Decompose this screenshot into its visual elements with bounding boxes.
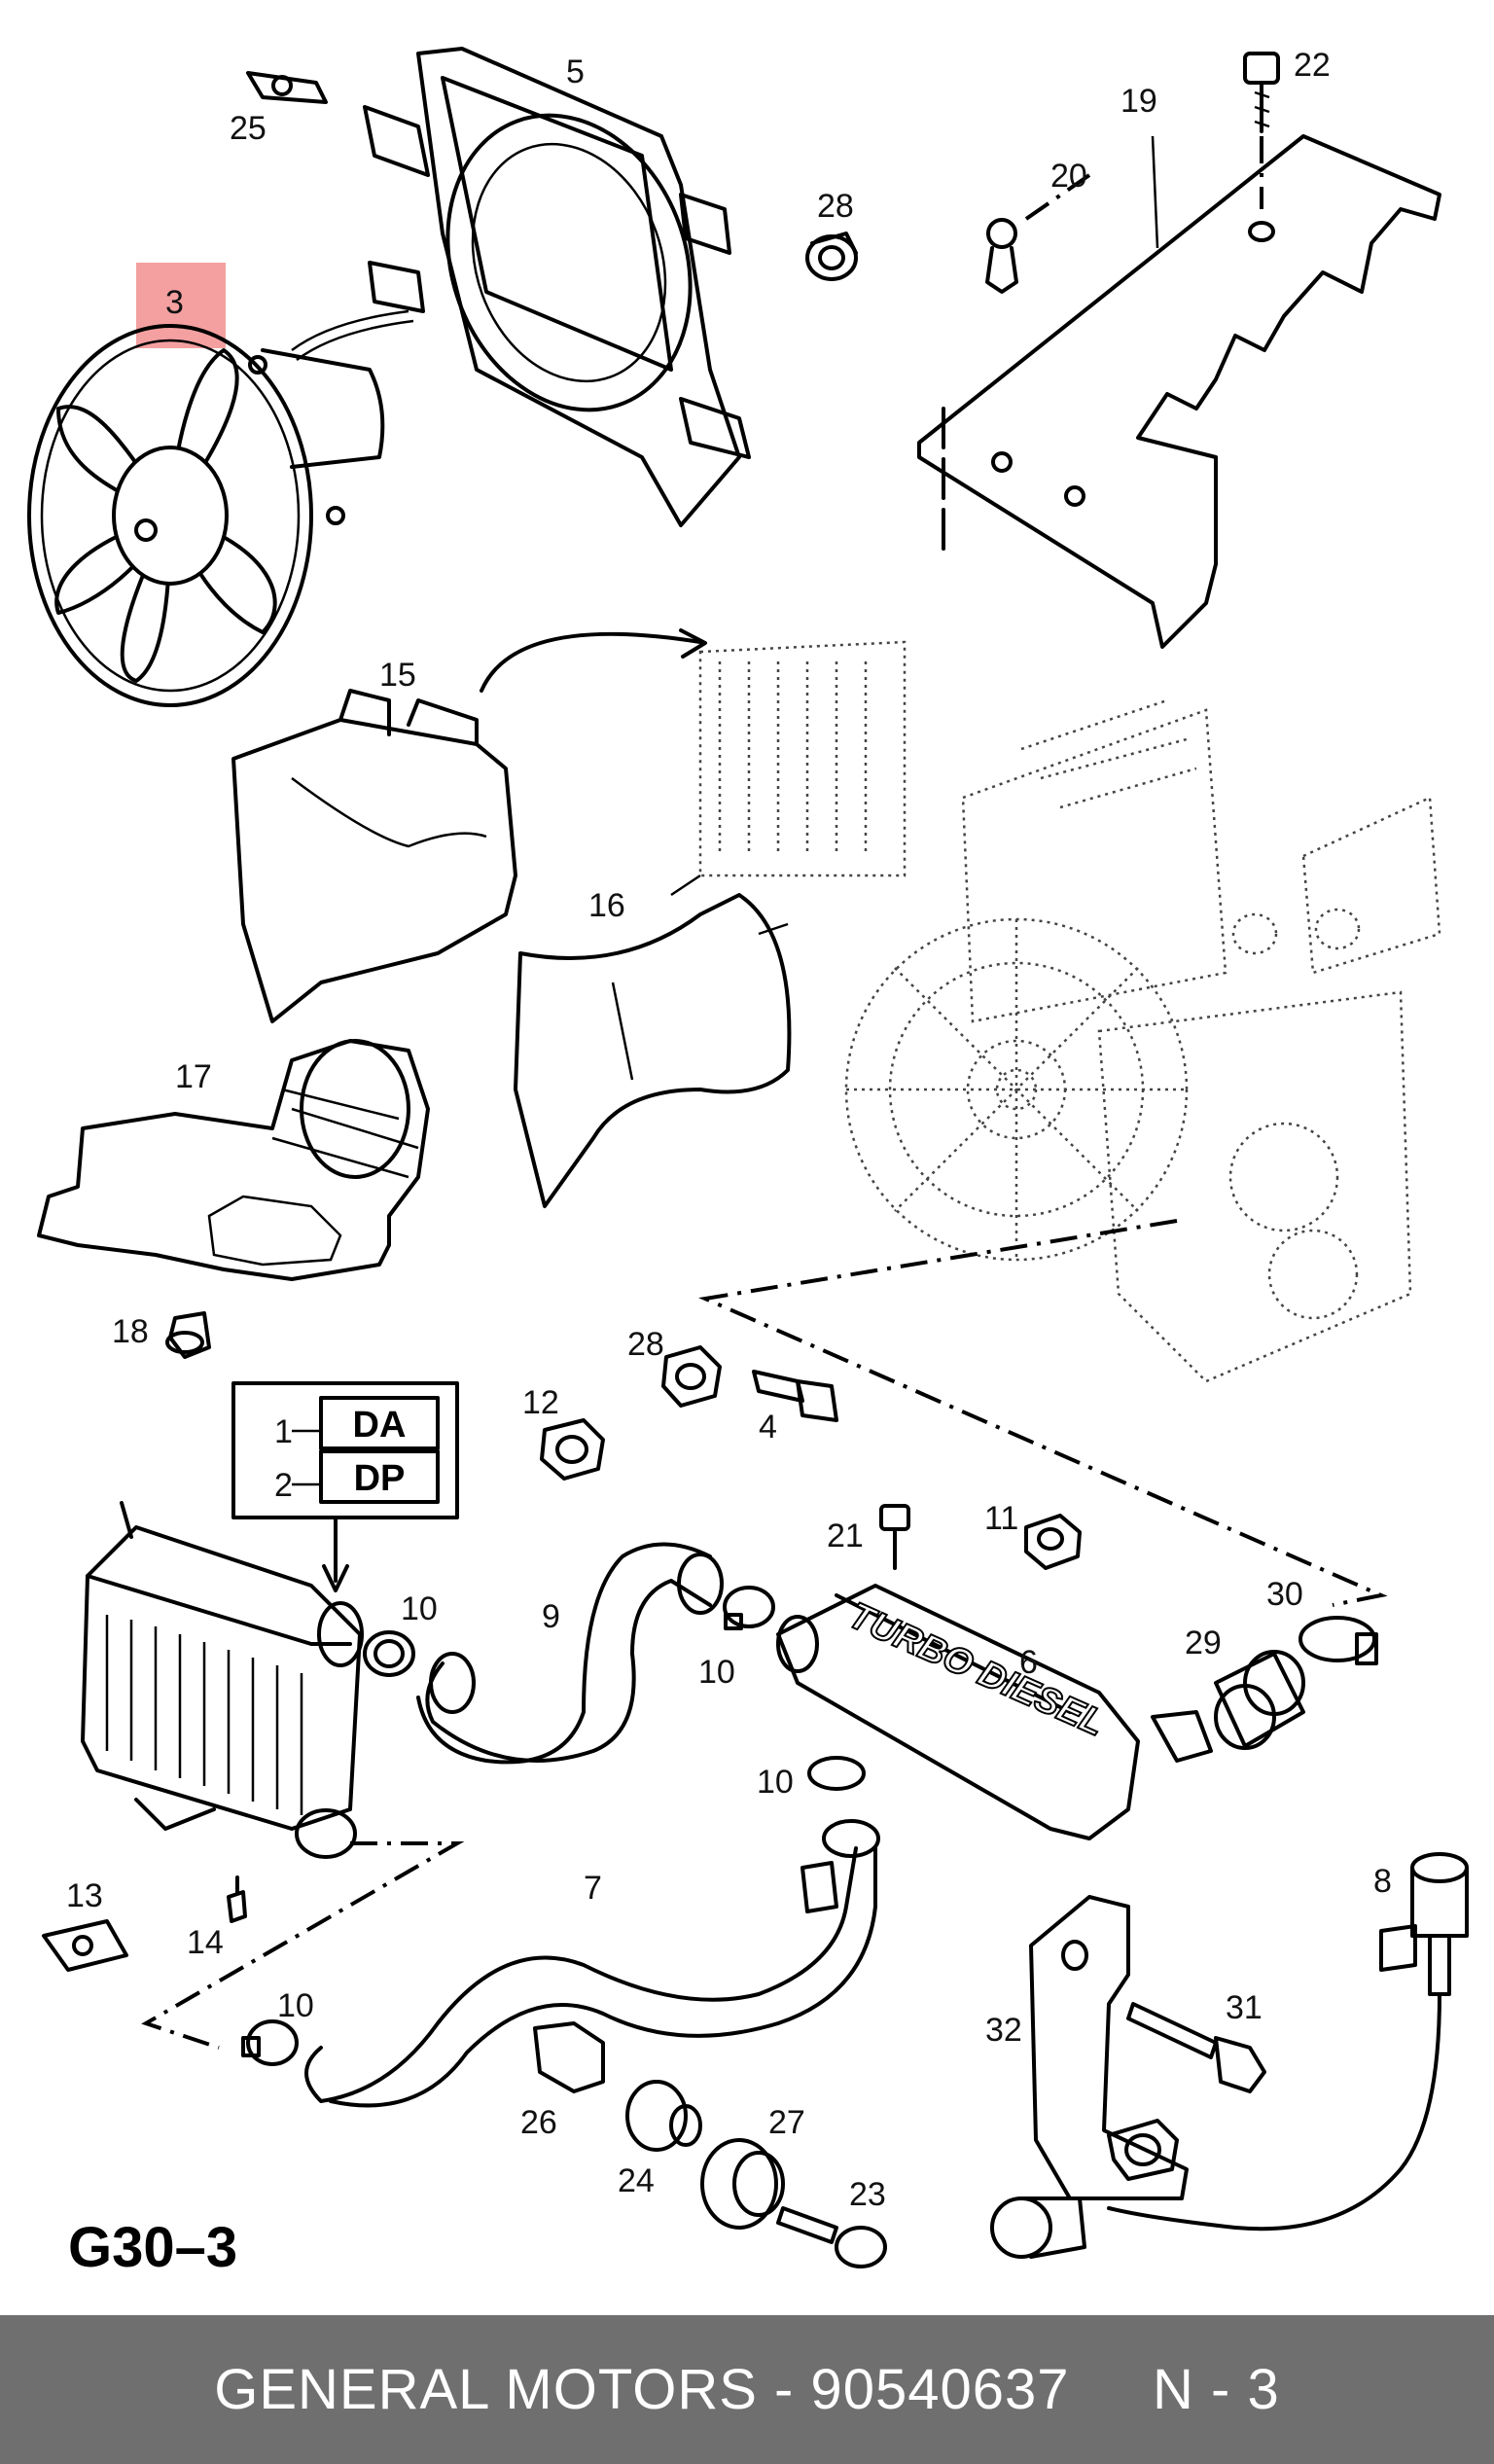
- bolt-part-31: [1126, 2002, 1266, 2093]
- housing-part-6: TURBO DIESEL: [776, 1584, 1213, 1840]
- boundary-line: [698, 1219, 1388, 1607]
- parts-diagram: DA DP TURBO DIESEL: [27, 47, 1469, 2279]
- bracket-part-26: [533, 2021, 605, 2093]
- bolt-part-21: [879, 1504, 910, 1570]
- callout-28b: 28: [627, 1326, 664, 1363]
- figure-code: G30–3: [68, 2216, 237, 2279]
- sensor-part-8: [990, 1852, 1469, 2259]
- callout-18: 18: [112, 1313, 149, 1350]
- callout-6: 6: [1019, 1644, 1038, 1681]
- nut-part-11: [1024, 1514, 1082, 1570]
- hose-part-9: [416, 1542, 724, 1765]
- callout-19: 19: [1120, 83, 1157, 120]
- bolt-part-23: [776, 2206, 887, 2268]
- clamp-part-10c: [807, 1756, 866, 1791]
- duct-part-16: [514, 874, 792, 1208]
- callout-1: 1: [274, 1413, 293, 1450]
- engine-background: [698, 640, 1441, 1383]
- grommet-part-28-top: [805, 232, 858, 281]
- callout-23: 23: [849, 2176, 886, 2213]
- callout-7: 7: [584, 1870, 602, 1907]
- callout-32: 32: [985, 2012, 1022, 2049]
- bolt-part-4: [752, 1370, 838, 1422]
- sleeve-part-29: [1214, 1650, 1305, 1750]
- housing-label: TURBO DIESEL: [842, 1595, 1111, 1744]
- callout-11: 11: [984, 1500, 1018, 1537]
- callout-31: 31: [1226, 1989, 1263, 2026]
- clip-part-20: [985, 173, 1091, 294]
- flow-arrow: [480, 631, 702, 693]
- rubber-mount-part-27: [700, 2138, 785, 2230]
- clamp-part-10a: [363, 1630, 415, 1677]
- callout-26: 26: [520, 2104, 557, 2141]
- intercooler-part-1-2: [81, 1501, 364, 1859]
- callout-10b: 10: [698, 1654, 735, 1691]
- duct-housing-part-17: [37, 1039, 430, 1281]
- clamp-part-10b: [723, 1586, 775, 1630]
- callout-14: 14: [187, 1924, 224, 1961]
- callout-17: 17: [175, 1058, 212, 1095]
- callout-4: 4: [759, 1409, 777, 1446]
- footer-text: GENERAL MOTORS - 90540637 N - 3: [214, 2358, 1280, 2421]
- callout-28a: 28: [817, 188, 854, 225]
- callout-12: 12: [522, 1384, 559, 1421]
- clip-part-13: [42, 1919, 128, 1972]
- clamp-part-10d: [241, 2019, 299, 2066]
- callout-15: 15: [379, 657, 416, 694]
- fan-assembly-part-3: [27, 309, 414, 707]
- clamp-part-30: [1298, 1616, 1378, 1665]
- callout-2: 2: [274, 1467, 293, 1504]
- clip-part-18: [165, 1311, 211, 1359]
- fan-shroud-part-5: [363, 47, 751, 527]
- boundary-line-lower: [141, 1841, 465, 2050]
- callout-24: 24: [618, 2162, 655, 2199]
- mount-part-24: [625, 2080, 702, 2152]
- callouts: 1 2 3 4 5 6 7 8 9 10 10 10 10 11 12 13 1…: [66, 47, 1392, 2213]
- callout-25: 25: [230, 110, 267, 147]
- variant-dp-label: DP: [354, 1458, 406, 1499]
- nut-part-12: [540, 1418, 605, 1481]
- callout-10a: 10: [401, 1590, 438, 1627]
- footer-bar: GENERAL MOTORS - 90540637 N - 3: [0, 2315, 1494, 2464]
- air-duct-part-15: [231, 689, 517, 1023]
- callout-9: 9: [542, 1598, 560, 1635]
- callout-13: 13: [66, 1877, 103, 1914]
- callout-16: 16: [588, 887, 625, 924]
- pin-part-14: [227, 1875, 247, 1923]
- callout-30: 30: [1266, 1576, 1303, 1613]
- callout-10d: 10: [277, 1987, 314, 2024]
- arrow-head: [679, 628, 707, 659]
- callout-5: 5: [566, 54, 585, 90]
- bolt-part-22: [1243, 52, 1280, 209]
- nut-part-28-lower: [661, 1345, 722, 1408]
- callout-10c: 10: [757, 1764, 794, 1801]
- callout-22: 22: [1294, 47, 1331, 84]
- callout-27: 27: [768, 2104, 805, 2141]
- callout-29: 29: [1185, 1625, 1222, 1661]
- variant-box: DA DP: [231, 1381, 459, 1592]
- cover-plate-part-19: [917, 134, 1441, 649]
- callout-20: 20: [1050, 158, 1087, 195]
- bracket-part-32: [1029, 1895, 1189, 2200]
- clip-part-25: [246, 71, 328, 104]
- callout-8: 8: [1373, 1863, 1392, 1900]
- variant-da-label: DA: [353, 1405, 407, 1446]
- hose-part-7: [304, 1819, 880, 2108]
- callout-21: 21: [827, 1518, 864, 1554]
- callout-3: 3: [165, 284, 184, 321]
